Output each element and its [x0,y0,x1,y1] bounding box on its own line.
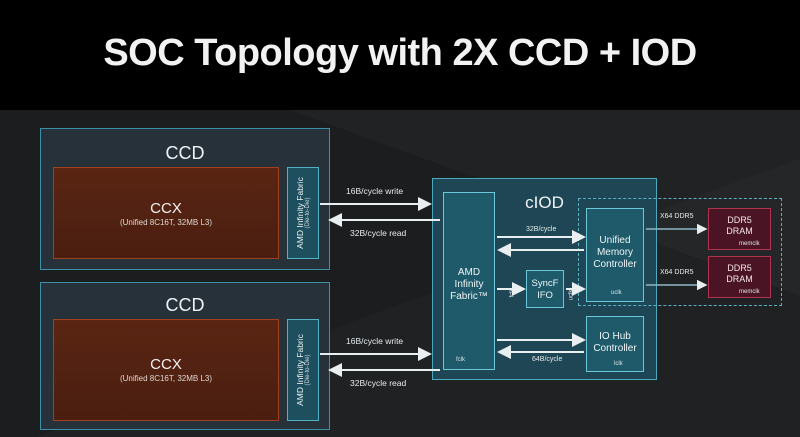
ccx-bottom-title: CCX [150,356,182,373]
dram-bottom-clock: memclk [739,289,760,295]
dram-bottom: DDR5 DRAM memclk [708,256,771,298]
ddr-bottom-label: X64 DDR5 [660,269,694,276]
bottom-write-label: 16B/cycle write [346,336,404,346]
ccd-bottom: CCD CCX (Unified 8C16T, 32MB L3) AMD Inf… [40,282,330,430]
page-title: SOC Topology with 2X CCD + IOD [103,32,697,74]
ccx-top-title: CCX [150,200,182,217]
ccd-top: CCD CCX (Unified 8C16T, 32MB L3) AMD Inf… [40,128,330,270]
io-hub-controller: IO Hub Controller lclk [586,316,644,372]
memory-domain-outline [578,198,782,306]
dram-top-clock: memclk [739,241,760,247]
top-read-label: 32B/cycle read [350,228,407,238]
ccx-top: CCX (Unified 8C16T, 32MB L3) [53,167,279,259]
sync-fifo: SyncF IFO [526,270,564,308]
ccd-bottom-label: CCD [165,295,205,315]
iohub-bandwidth-label: 64B/cycle [532,356,563,363]
umc-line3: Controller [593,259,637,270]
top-write-label: 16B/cycle write [346,186,404,196]
umc-line1: Unified [599,235,631,246]
ciod-infinity-fabric: AMD Infinity Fabric™ fclk [443,192,495,370]
bottom-read-label: 32B/cycle read [350,378,407,388]
dram-top-line1: DDR5 [727,215,752,225]
ccd-top-label: CCD [165,143,205,163]
umc-bandwidth-label: 32B/cycle [526,226,557,233]
sync-fifo-line2: IFO [537,290,553,301]
ccx-bottom-subtitle: (Unified 8C16T, 32MB L3) [119,374,213,383]
title-band [0,0,800,110]
ccx-top-subtitle: (Unified 8C16T, 32MB L3) [119,218,213,227]
dram-top-line2: DRAM [726,226,753,236]
ccd-top-infinity-fabric: AMD Infinity Fabric (Die-to-Die) [287,167,319,259]
umc-line2: Memory [596,247,634,258]
ciod-fabric-line3: Fabric™ [450,291,488,302]
dram-bottom-line2: DRAM [726,274,753,284]
ciod-label: cIOD [525,193,564,212]
ciod-fabric-line2: Infinity [454,279,484,290]
sync-fifo-line1: SyncF [531,278,559,289]
umc-clock: uclk [611,290,622,296]
ciod-fabric-line1: AMD [457,267,481,278]
iohub-clock: lclk [614,361,623,367]
dram-top: DDR5 DRAM memclk [708,208,771,250]
ddr-top-label: X64 DDR5 [660,213,694,220]
ccd-bottom-infinity-fabric: AMD Infinity Fabric (Die-to-Die) [287,319,319,421]
dram-bottom-line1: DDR5 [727,263,752,273]
ccx-bottom: CCX (Unified 8C16T, 32MB L3) [53,319,279,421]
iohub-line1: IO Hub [599,331,631,342]
iohub-line2: Controller [593,343,637,354]
unified-memory-controller: Unified Memory Controller uclk [586,208,644,302]
ciod-fabric-clock: fclk [456,357,465,363]
